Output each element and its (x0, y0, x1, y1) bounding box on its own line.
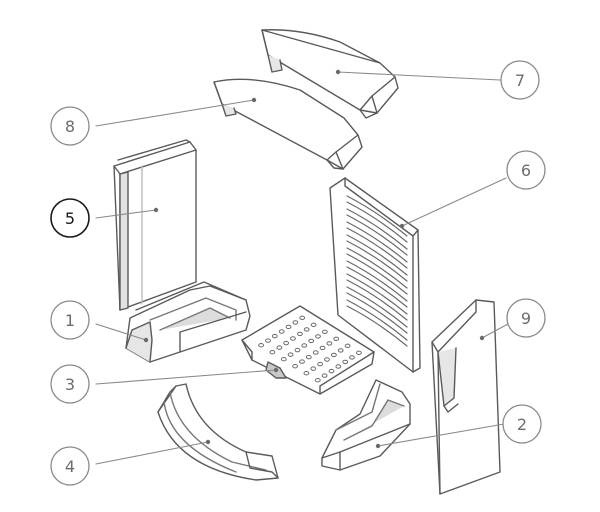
grate-hole (265, 338, 271, 343)
leader-4 (95, 441, 209, 465)
leader-2 (377, 423, 505, 447)
grate-hole (328, 368, 335, 374)
callout-6: 6 (506, 150, 546, 190)
grate-hole (317, 361, 324, 367)
grate-hole (303, 327, 310, 332)
grate-hole (356, 350, 362, 355)
grate-hole (301, 343, 308, 348)
grate-hole (321, 373, 328, 378)
part-7-baffle-top (261, 29, 399, 119)
grate-hole (258, 343, 265, 348)
callout-4: 4 (50, 446, 90, 486)
grate-hole (283, 340, 290, 346)
grate-hole (333, 336, 340, 341)
callout-3: 3 (50, 364, 90, 404)
grate-hole (335, 364, 342, 369)
grate-hole (303, 371, 310, 376)
callout-7-label: 7 (515, 71, 525, 90)
leader-7 (337, 71, 501, 81)
grate-hole (292, 364, 299, 369)
callout-1: 1 (50, 300, 90, 340)
grate-hole (331, 352, 337, 358)
grate-hole (319, 345, 326, 351)
grate-hole (312, 350, 319, 355)
part-3-grate (241, 305, 375, 395)
callout-6-label: 6 (521, 161, 531, 180)
grate-hole (324, 357, 330, 362)
leader-5 (95, 209, 157, 219)
part-2-right-hearth-block (321, 379, 411, 471)
callout-2-label: 2 (517, 415, 527, 434)
grate-hole (310, 322, 317, 327)
grate-hole (290, 336, 296, 341)
grate-hole (292, 320, 299, 325)
grate-hole (287, 352, 294, 357)
grate-hole (308, 338, 315, 344)
grate-hole (285, 324, 292, 330)
grate-hole (299, 315, 306, 320)
grate-hole (276, 345, 283, 350)
callout-5-label: 5 (65, 209, 75, 228)
callout-4-label: 4 (65, 457, 75, 476)
grate-hole (269, 350, 276, 355)
leader-1 (95, 323, 147, 341)
callout-anchor-dots (143, 69, 485, 449)
part-6-back-grate (329, 177, 421, 373)
grate-hole (342, 359, 349, 365)
callout-leaders (95, 71, 509, 465)
grate-hole (326, 341, 333, 346)
grate-hole (294, 347, 301, 353)
part-9-side-panel (431, 299, 501, 495)
callout-5: 5 (50, 198, 90, 238)
grate-hole (344, 343, 351, 348)
grate-hole (278, 329, 285, 334)
callout-8-label: 8 (65, 117, 75, 136)
leader-9 (481, 323, 509, 339)
part-1-left-hearth-block (125, 281, 251, 363)
grate-hole (297, 331, 303, 337)
leader-3 (95, 369, 277, 385)
grate-hole (315, 334, 321, 339)
callout-1-label: 1 (65, 311, 75, 330)
grate-hole (280, 357, 287, 362)
grate-hole (314, 378, 321, 383)
callout-3-label: 3 (65, 375, 75, 394)
grate-hole (349, 355, 355, 360)
leader-8 (95, 99, 255, 127)
callout-9-label: 9 (521, 309, 531, 328)
callout-7: 7 (500, 60, 540, 100)
callout-9: 9 (506, 298, 546, 338)
part-4-curved-front-brick (157, 383, 279, 481)
grate-hole (305, 354, 312, 360)
grate-hole (322, 329, 328, 334)
part-8-baffle (213, 78, 363, 170)
callout-8: 8 (50, 106, 90, 146)
callout-2: 2 (502, 404, 542, 444)
grate-hole (299, 359, 305, 364)
part-5-side-panel (113, 139, 197, 311)
grate-hole (310, 366, 317, 371)
grate-hole (271, 333, 278, 339)
grate-hole (337, 348, 344, 353)
leader-6 (401, 177, 507, 227)
